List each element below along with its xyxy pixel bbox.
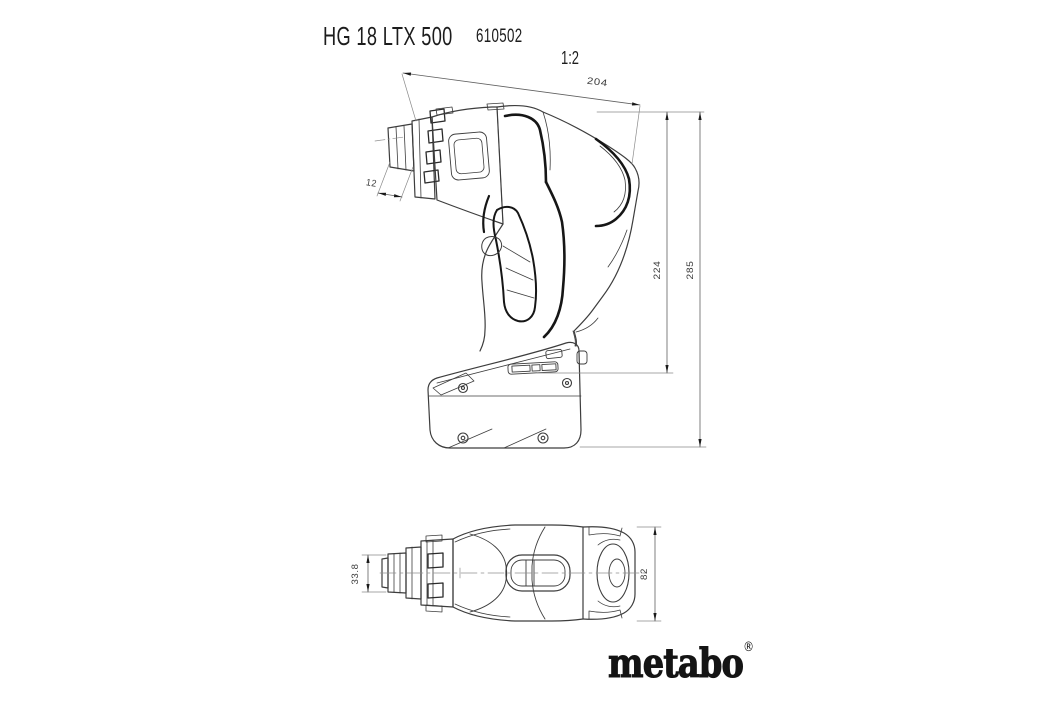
dim-height-to-rail: 224 <box>652 261 663 280</box>
battery-pack-side <box>427 341 588 449</box>
vent-slots-side <box>423 108 446 184</box>
dim-nozzle-width: 33.8 <box>350 564 361 585</box>
top-view-drawing <box>379 524 651 622</box>
side-view-drawing <box>374 102 640 449</box>
dimension-annotations: 204 12 224 285 33.8 82 <box>350 72 707 622</box>
registered-trademark: ® <box>743 640 755 655</box>
motor-housing-side <box>496 105 640 347</box>
article-number: 610502 <box>476 26 523 47</box>
product-model-title: HG 18 LTX 500 <box>323 21 453 51</box>
metabo-logo-text: metabo <box>608 639 745 687</box>
nozzle-side <box>374 116 436 200</box>
metabo-logo: metabo® <box>608 639 755 687</box>
dim-nozzle-length: 12 <box>365 177 378 190</box>
scale-ratio: 1:2 <box>561 48 580 68</box>
dim-line-overall-length <box>402 72 641 106</box>
handle-side <box>479 113 576 352</box>
dim-housing-width: 82 <box>639 568 650 580</box>
dim-overall-length: 204 <box>586 76 608 90</box>
trigger-side <box>481 236 503 257</box>
ribbed-ring-top <box>420 534 454 613</box>
dim-overall-height: 285 <box>685 261 696 280</box>
